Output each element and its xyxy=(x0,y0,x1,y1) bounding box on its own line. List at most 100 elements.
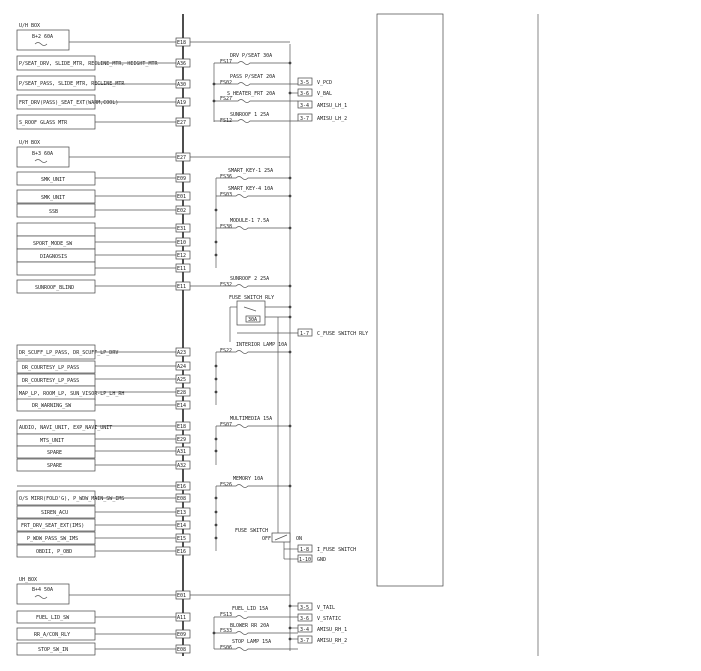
output-label: V_BAL xyxy=(317,91,332,97)
block-header: UH_BOX xyxy=(19,577,37,583)
module-pin-box xyxy=(175,507,191,517)
block-relay-box xyxy=(16,29,70,51)
fuse-name: SMART_KEY-1 25A xyxy=(228,168,273,174)
module-label: SIREN_ACU xyxy=(41,510,68,516)
fuse-id: FS03 xyxy=(220,192,232,198)
module-pin-box xyxy=(175,223,191,233)
block-relay-label: B+3 60A xyxy=(32,151,53,157)
relay-switch-icon xyxy=(243,306,257,312)
fuse-icon xyxy=(214,631,298,635)
junction-dot xyxy=(288,284,292,288)
module-label: SUNROOF_BLIND xyxy=(35,285,74,291)
module-pin-box xyxy=(175,97,191,107)
output-pin-box xyxy=(297,554,313,563)
module-label: P/SEAT_DRV, SLIDE_MTR, RECLINE_MTR, HEIG… xyxy=(19,61,158,67)
module-pin-label: A31 xyxy=(177,449,186,455)
module-label: DIAGNOSIS xyxy=(40,254,67,260)
junction-dot xyxy=(288,305,292,309)
output-pin-box xyxy=(297,544,313,553)
fuse-icon xyxy=(216,176,290,180)
module-pin-label: A11 xyxy=(177,615,186,621)
output-label: V_STATIC xyxy=(317,616,341,622)
junction-dot xyxy=(288,91,292,95)
module-pin-label: E08 xyxy=(177,496,186,502)
junction-dot xyxy=(288,194,292,198)
module-box xyxy=(16,360,96,374)
fuse-icon xyxy=(216,350,290,354)
block-relay-box xyxy=(16,146,70,168)
module-pin-box xyxy=(175,173,191,183)
output-label: V_TAIL xyxy=(317,605,335,611)
output-pin-box xyxy=(297,100,313,109)
fuse-name: MODULE-1 7.5A xyxy=(230,218,269,224)
output-pin-box xyxy=(297,602,313,611)
junction-dot xyxy=(214,377,218,381)
junction-dot xyxy=(214,208,218,212)
module-pin-box xyxy=(175,493,191,503)
output-pin: 1-7 xyxy=(300,331,309,337)
module-pin-label: A30 xyxy=(177,82,186,88)
module-pin-box xyxy=(175,191,191,201)
module-pin-box xyxy=(175,347,191,357)
junction-dot xyxy=(214,240,218,244)
module-pin-label: E28 xyxy=(177,390,186,396)
output-pin: 3-6 xyxy=(300,91,309,97)
module-pin-box xyxy=(175,237,191,247)
junction-dot xyxy=(212,631,216,635)
fuse-name: DRV P/SEAT 30A xyxy=(230,53,272,59)
fuse-icon xyxy=(216,424,290,428)
fuse-icon xyxy=(214,119,298,123)
module-label: SMK_UNIT xyxy=(41,195,65,201)
block-header: U/H BOX xyxy=(19,23,40,29)
output-label: C_FUSE SWITCH RLY xyxy=(317,331,368,337)
fuse-switch-title: FUSE SWITCH xyxy=(235,528,268,534)
output-label: I_FUSE SWITCH xyxy=(317,547,356,553)
module-label: O/S MIRR(FOLD'G), P_WDW_MAIN_SW_IMS xyxy=(19,496,124,502)
output-pin-box xyxy=(297,613,313,622)
fuse-name: SUNROOF 1 25A xyxy=(230,112,269,118)
output-pin-box xyxy=(297,77,313,86)
module-pin-label: E31 xyxy=(177,226,186,232)
output-pin: 1-8 xyxy=(300,547,309,553)
module-label: DR_SCUFF_LP_PASS, DR_SCUFF_LP_DRV xyxy=(19,350,118,356)
block-relay-label: B+4 50A xyxy=(32,587,53,593)
output-label: AMISU_LH_2 xyxy=(317,116,347,122)
module-pin-label: E18 xyxy=(177,424,186,430)
module-pin-label: A36 xyxy=(177,61,186,67)
fuse-icon xyxy=(214,647,298,651)
junction-dot xyxy=(214,437,218,441)
module-label: MAP_LP, ROOM_LP, SUN_VISOR-LP_LH_RH xyxy=(19,391,124,397)
module-box xyxy=(16,261,96,276)
fuse-name: STOP LAMP 15A xyxy=(232,639,271,645)
fuse-id: FS06 xyxy=(220,645,232,651)
fuse-icon xyxy=(214,82,298,86)
module-pin-label: A24 xyxy=(177,364,186,370)
output-pin: 3-5 xyxy=(300,80,309,86)
module-box xyxy=(16,171,96,186)
junction-dot xyxy=(212,82,216,86)
junction-dot xyxy=(288,61,292,65)
fuse-icon xyxy=(190,284,290,288)
relay-title: FUSE SWITCH RLY xyxy=(229,295,274,301)
output-pin: 3-6 xyxy=(300,616,309,622)
junction-dot xyxy=(214,364,218,368)
bus-pin-label: E18 xyxy=(177,40,186,46)
fuse-id: FS07 xyxy=(220,422,232,428)
junction-dot xyxy=(288,626,292,630)
fuse-switch-icon xyxy=(274,534,288,541)
module-pin-box xyxy=(175,400,191,410)
fuse-switch-on-label: ON xyxy=(296,536,302,542)
fuse-id: FS17 xyxy=(220,59,232,65)
module-label: SMK_UNIT xyxy=(41,177,65,183)
module-pin-box xyxy=(175,546,191,556)
module-pin-label: E27 xyxy=(177,120,186,126)
module-pin-box xyxy=(175,520,191,530)
module-pin-box xyxy=(175,361,191,371)
fuse-name: S_HEATER_FRT 20A xyxy=(227,91,275,97)
module-pin-label: E14 xyxy=(177,403,186,409)
fusible-link-icon xyxy=(34,42,48,46)
connector-panel xyxy=(376,13,444,587)
output-label: AMISU_RH_2 xyxy=(317,638,347,644)
module-label: RR_A/CON_RLY xyxy=(34,632,70,638)
module-pin-box xyxy=(175,205,191,215)
